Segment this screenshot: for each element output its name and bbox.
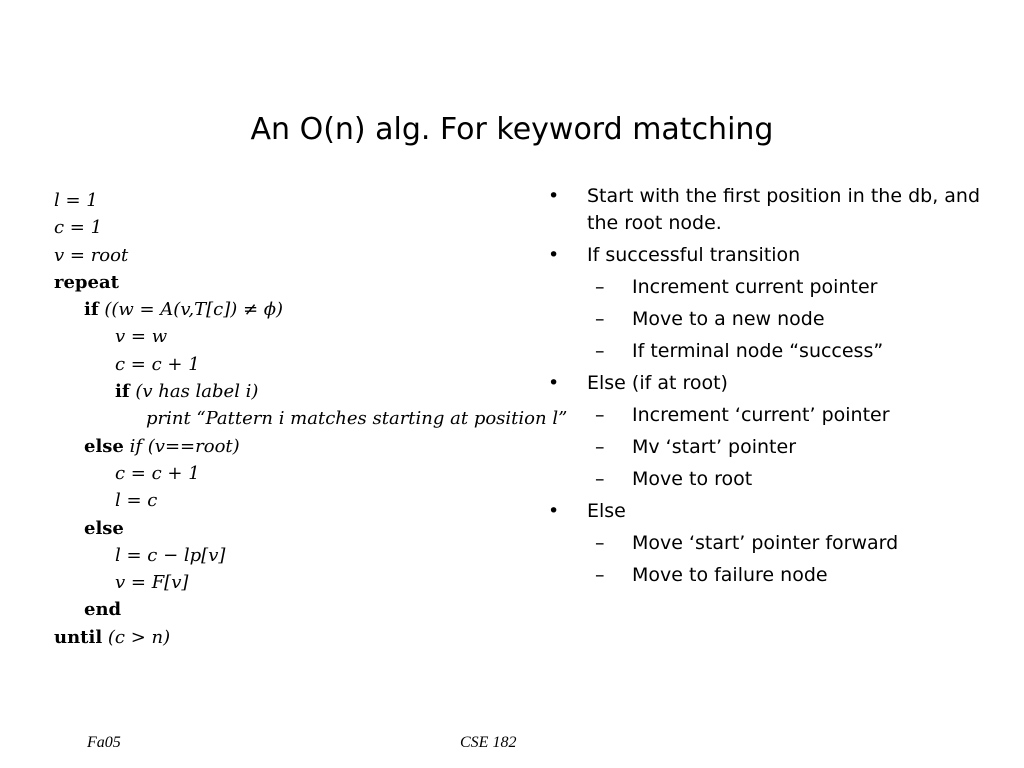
code-line: else [54,515,524,542]
code-text: print “Pattern i matches starting at pos… [146,408,568,430]
code-line: l = c − lp[v] [54,542,524,569]
code-line: c = c + 1 [54,351,524,378]
bullet-text: Move to root [632,468,753,490]
code-text: v = root [54,244,129,266]
bullet-item: • If successful transition [548,242,998,269]
bullet-text: Else (if at root) [587,372,728,394]
bullet-text: Move to failure node [632,564,828,586]
slide-title: An O(n) alg. For keyword matching [250,112,774,147]
bullet-marker: • [548,500,560,522]
code-text: l = c − lp[v] [115,544,226,566]
dash-marker: – [595,308,605,330]
bullet-text: Start with the first position in the db,… [587,185,981,234]
bullet-text: If successful transition [587,244,801,266]
sub-bullet-item: – If terminal node “success” [548,338,998,365]
bullet-marker: • [548,372,560,394]
code-line: c = 1 [54,214,524,241]
code-keyword: repeat [54,271,119,293]
code-line: repeat [54,269,524,296]
sub-bullet-item: – Mv ‘start’ pointer [548,434,998,461]
code-text: ((w = A(v,T[c]) ≠ ϕ) [104,299,284,321]
dash-marker: – [595,436,605,458]
code-keyword: else [84,517,124,539]
code-text: v = F[v] [115,572,189,594]
code-keyword: else [84,435,124,457]
bullet-text: Move to a new node [632,308,825,330]
code-keyword: if [115,381,130,403]
code-text: (c > n) [107,626,171,648]
code-text: c = 1 [54,217,103,239]
code-line: print “Pattern i matches starting at pos… [54,405,567,432]
code-line: v = root [54,242,524,269]
code-line: v = w [54,323,524,350]
sub-bullet-item: – Move to root [548,466,998,493]
sub-bullet-item: – Increment current pointer [548,274,998,301]
code-line: l = 1 [54,187,524,214]
sub-bullet-item: – Move to failure node [548,562,998,589]
bullet-item: • Start with the first position in the db… [548,183,998,237]
code-text: if (v==root) [129,435,240,457]
bullet-text: Increment ‘current’ pointer [632,404,890,426]
dash-marker: – [595,340,605,362]
dash-marker: – [595,532,605,554]
bullet-text: Increment current pointer [632,276,878,298]
bullet-text: Move ‘start’ pointer forward [632,532,899,554]
bullet-item: • Else (if at root) [548,370,998,397]
code-text: (v has label i) [135,381,259,403]
code-line: end [54,596,524,623]
bullet-text: Else [587,500,626,522]
pseudocode-block: l = 1 c = 1 v = root repeat if ((w = A(v,T[c… [54,187,567,651]
sub-bullet-item: – Move to a new node [548,306,998,333]
code-text: c = c + 1 [115,353,200,375]
code-keyword: end [84,599,122,621]
code-line: else if (v==root) [54,433,524,460]
code-keyword: if [84,299,99,321]
bullet-list: • Start with the first position in the db… [548,183,998,594]
code-keyword: until [54,626,103,648]
code-line: c = c + 1 [54,460,524,487]
bullet-text: If terminal node “success” [632,340,884,362]
code-line: if (v has label i) [54,378,524,405]
dash-marker: – [595,564,605,586]
code-text: l = 1 [54,190,98,211]
code-text: v = w [115,326,168,348]
code-line: l = c [54,487,524,514]
footer-course-term: Fa05 [87,734,121,751]
footer-course-name: CSE 182 [460,734,517,751]
dash-marker: – [595,404,605,426]
bullet-marker: • [548,185,560,207]
code-line: if ((w = A(v,T[c]) ≠ ϕ) [54,296,524,323]
sub-bullet-item: – Move ‘start’ pointer forward [548,530,998,557]
bullet-item: • Else [548,498,998,525]
code-text: c = c + 1 [115,462,200,484]
dash-marker: – [595,276,605,298]
sub-bullet-item: – Increment ‘current’ pointer [548,402,998,429]
code-text: l = c [115,490,158,512]
code-line: until (c > n) [54,624,524,651]
bullet-marker: • [548,244,560,266]
bullet-text: Mv ‘start’ pointer [632,436,797,458]
dash-marker: – [595,468,605,490]
code-line: v = F[v] [54,569,524,596]
